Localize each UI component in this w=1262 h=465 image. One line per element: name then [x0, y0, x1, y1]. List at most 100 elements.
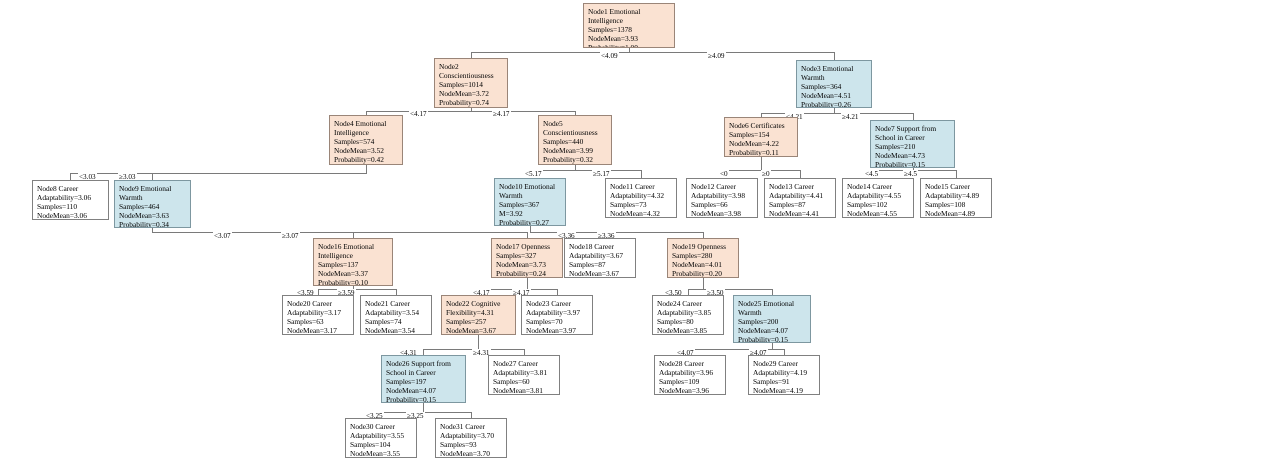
edge-n1-n3-seg2 [834, 52, 835, 60]
edge-n9-n16-seg2 [353, 232, 354, 238]
tree-node-n23-line-0: Node23 Career [526, 299, 571, 308]
tree-node-n9-line-1: Warmth [119, 193, 143, 203]
edge-label-e13: <4.5 [864, 170, 880, 178]
edge-n7-n14-seg1 [878, 170, 914, 171]
edge-n25-n29-seg1 [772, 349, 784, 350]
edge-label-e7: <3.03 [78, 173, 97, 181]
tree-node-n9-line-2: Samples=464 [119, 202, 160, 212]
tree-node-n3-line-4: Probability=0.26 [801, 100, 851, 108]
edge-label-e27: <4.07 [676, 349, 695, 357]
edge-n2-n5-seg2 [575, 111, 576, 115]
tree-node-n2-line-0: Node2 [439, 62, 459, 71]
edge-n22-n27-seg0 [478, 335, 479, 349]
tree-node-n17-line-2: NodeMean=3.73 [496, 260, 546, 270]
tree-node-n7-line-0: Node7 Support from [875, 124, 937, 133]
edge-n6-n13-seg1 [761, 170, 800, 171]
edge-n1-n2-seg1 [471, 52, 630, 53]
tree-node-n26-line-0: Node26 Support from [386, 359, 451, 368]
tree-node-n16-line-2: Samples=137 [318, 260, 359, 270]
edge-n7-n15-seg2 [956, 170, 957, 178]
edge-label-e14: ≥4.5 [903, 170, 918, 178]
edge-n10-n19-seg0 [530, 226, 531, 232]
tree-node-n22-line-1: Flexibility=4.31 [446, 308, 494, 318]
edge-label-e17: <3.36 [557, 232, 576, 240]
tree-node-n22-line-0: Node22 Cognitive [446, 299, 501, 308]
edge-n2-n5-seg1 [471, 111, 575, 112]
edge-n22-n27-seg2 [524, 349, 525, 355]
edge-n16-n20-seg2 [318, 289, 319, 295]
edge-n16-n21-seg2 [396, 289, 397, 295]
tree-node-n24-line-2: Samples=80 [657, 317, 694, 327]
edge-label-e4: ≥4.17 [492, 110, 511, 118]
tree-node-n4-line-3: NodeMean=3.52 [334, 146, 384, 156]
tree-node-n6-line-3: Probability=0.11 [729, 148, 779, 157]
tree-node-n14-line-1: Adaptability=4.55 [847, 191, 902, 201]
edge-n2-n5-seg0 [471, 108, 472, 111]
tree-node-n22-line-2: Samples=257 [446, 317, 487, 327]
tree-node-n10-line-1: Warmth [499, 191, 523, 201]
tree-node-n4-line-2: Samples=574 [334, 137, 375, 147]
edge-label-e24: ≥3.50 [706, 289, 725, 297]
tree-node-n12-line-3: NodeMean=3.98 [691, 209, 741, 218]
tree-node-n27-line-2: Samples=60 [493, 377, 530, 387]
tree-node-n1-line-2: Samples=1378 [588, 25, 632, 35]
tree-node-n25-line-2: Samples=200 [738, 317, 779, 327]
edge-n4-n9-seg2 [152, 173, 153, 180]
tree-node-n6-line-2: NodeMean=4.22 [729, 139, 779, 149]
edge-label-e6: ≥4.21 [841, 113, 860, 121]
tree-node-n11-line-1: Adaptability=4.32 [610, 191, 665, 201]
tree-node-n6-line-0: Node6 Certificates [729, 121, 785, 130]
tree-node-n31-line-3: NodeMean=3.70 [440, 449, 490, 458]
tree-node-n18-line-3: NodeMean=3.67 [569, 269, 619, 278]
tree-node-n1-line-3: NodeMean=3.93 [588, 34, 638, 44]
tree-node-n12-line-1: Adaptability=3.98 [691, 191, 746, 201]
edge-n17-n23-seg1 [527, 289, 557, 290]
edge-label-e16: ≥3.07 [281, 232, 300, 240]
tree-node-n8-line-3: NodeMean=3.06 [37, 211, 87, 220]
tree-node-n17-line-0: Node17 Openness [496, 242, 550, 251]
tree-node-n10-line-2: Samples=367 [499, 200, 540, 210]
tree-node-n22-line-3: NodeMean=3.67 [446, 326, 496, 335]
tree-node-n15-line-0: Node15 Career [925, 182, 970, 191]
edge-n6-n13-seg2 [800, 170, 801, 178]
edge-n22-n27-seg1 [478, 349, 524, 350]
tree-node-n20-line-0: Node20 Career [287, 299, 332, 308]
tree-node-n27-line-1: Adaptability=3.81 [493, 368, 548, 378]
edge-label-e15: <3.07 [213, 232, 232, 240]
tree-node-n3-line-2: Samples=364 [801, 82, 842, 92]
edge-n9-n17-seg0 [152, 228, 153, 232]
tree-node-n7-line-2: Samples=210 [875, 142, 916, 152]
edge-n22-n26-seg1 [423, 349, 479, 350]
edge-label-e12: ≥0 [761, 170, 771, 178]
tree-node-n16-line-3: NodeMean=3.37 [318, 269, 368, 279]
tree-node-n10-line-4: Probability=0.27 [499, 218, 549, 226]
edge-n6-n12-seg1 [722, 170, 762, 171]
tree-node-n19-line-3: Probability=0.20 [672, 269, 722, 278]
edge-n10-n19-seg2 [703, 232, 704, 238]
edge-n9-n17-seg1 [152, 232, 527, 233]
tree-node-n17-line-1: Samples=327 [496, 251, 537, 261]
edge-n10-n19-seg1 [530, 232, 703, 233]
edge-label-e9: <5.17 [524, 170, 543, 178]
tree-node-n21-line-2: Samples=74 [365, 317, 402, 327]
tree-node-n15-line-3: NodeMean=4.89 [925, 209, 975, 218]
edge-label-e22: ≥4.17 [512, 289, 531, 297]
tree-node-n15-line-2: Samples=108 [925, 200, 966, 210]
tree-node-n2-line-1: Conscientiousness [439, 71, 494, 81]
edge-n17-n23-seg2 [557, 289, 558, 295]
edge-n19-n25-seg0 [703, 278, 704, 289]
edge-n3-n7-seg1 [834, 113, 913, 114]
tree-node-n1-line-1: Intelligence [588, 16, 623, 26]
tree-node-n6-line-1: Samples=154 [729, 130, 770, 140]
edge-n25-n29-seg2 [784, 349, 785, 355]
tree-node-n25-line-4: Probability=0.15 [738, 335, 788, 343]
tree-node-n25-line-3: NodeMean=4.07 [738, 326, 788, 336]
tree-node-n30-line-0: Node30 Career [350, 422, 395, 431]
